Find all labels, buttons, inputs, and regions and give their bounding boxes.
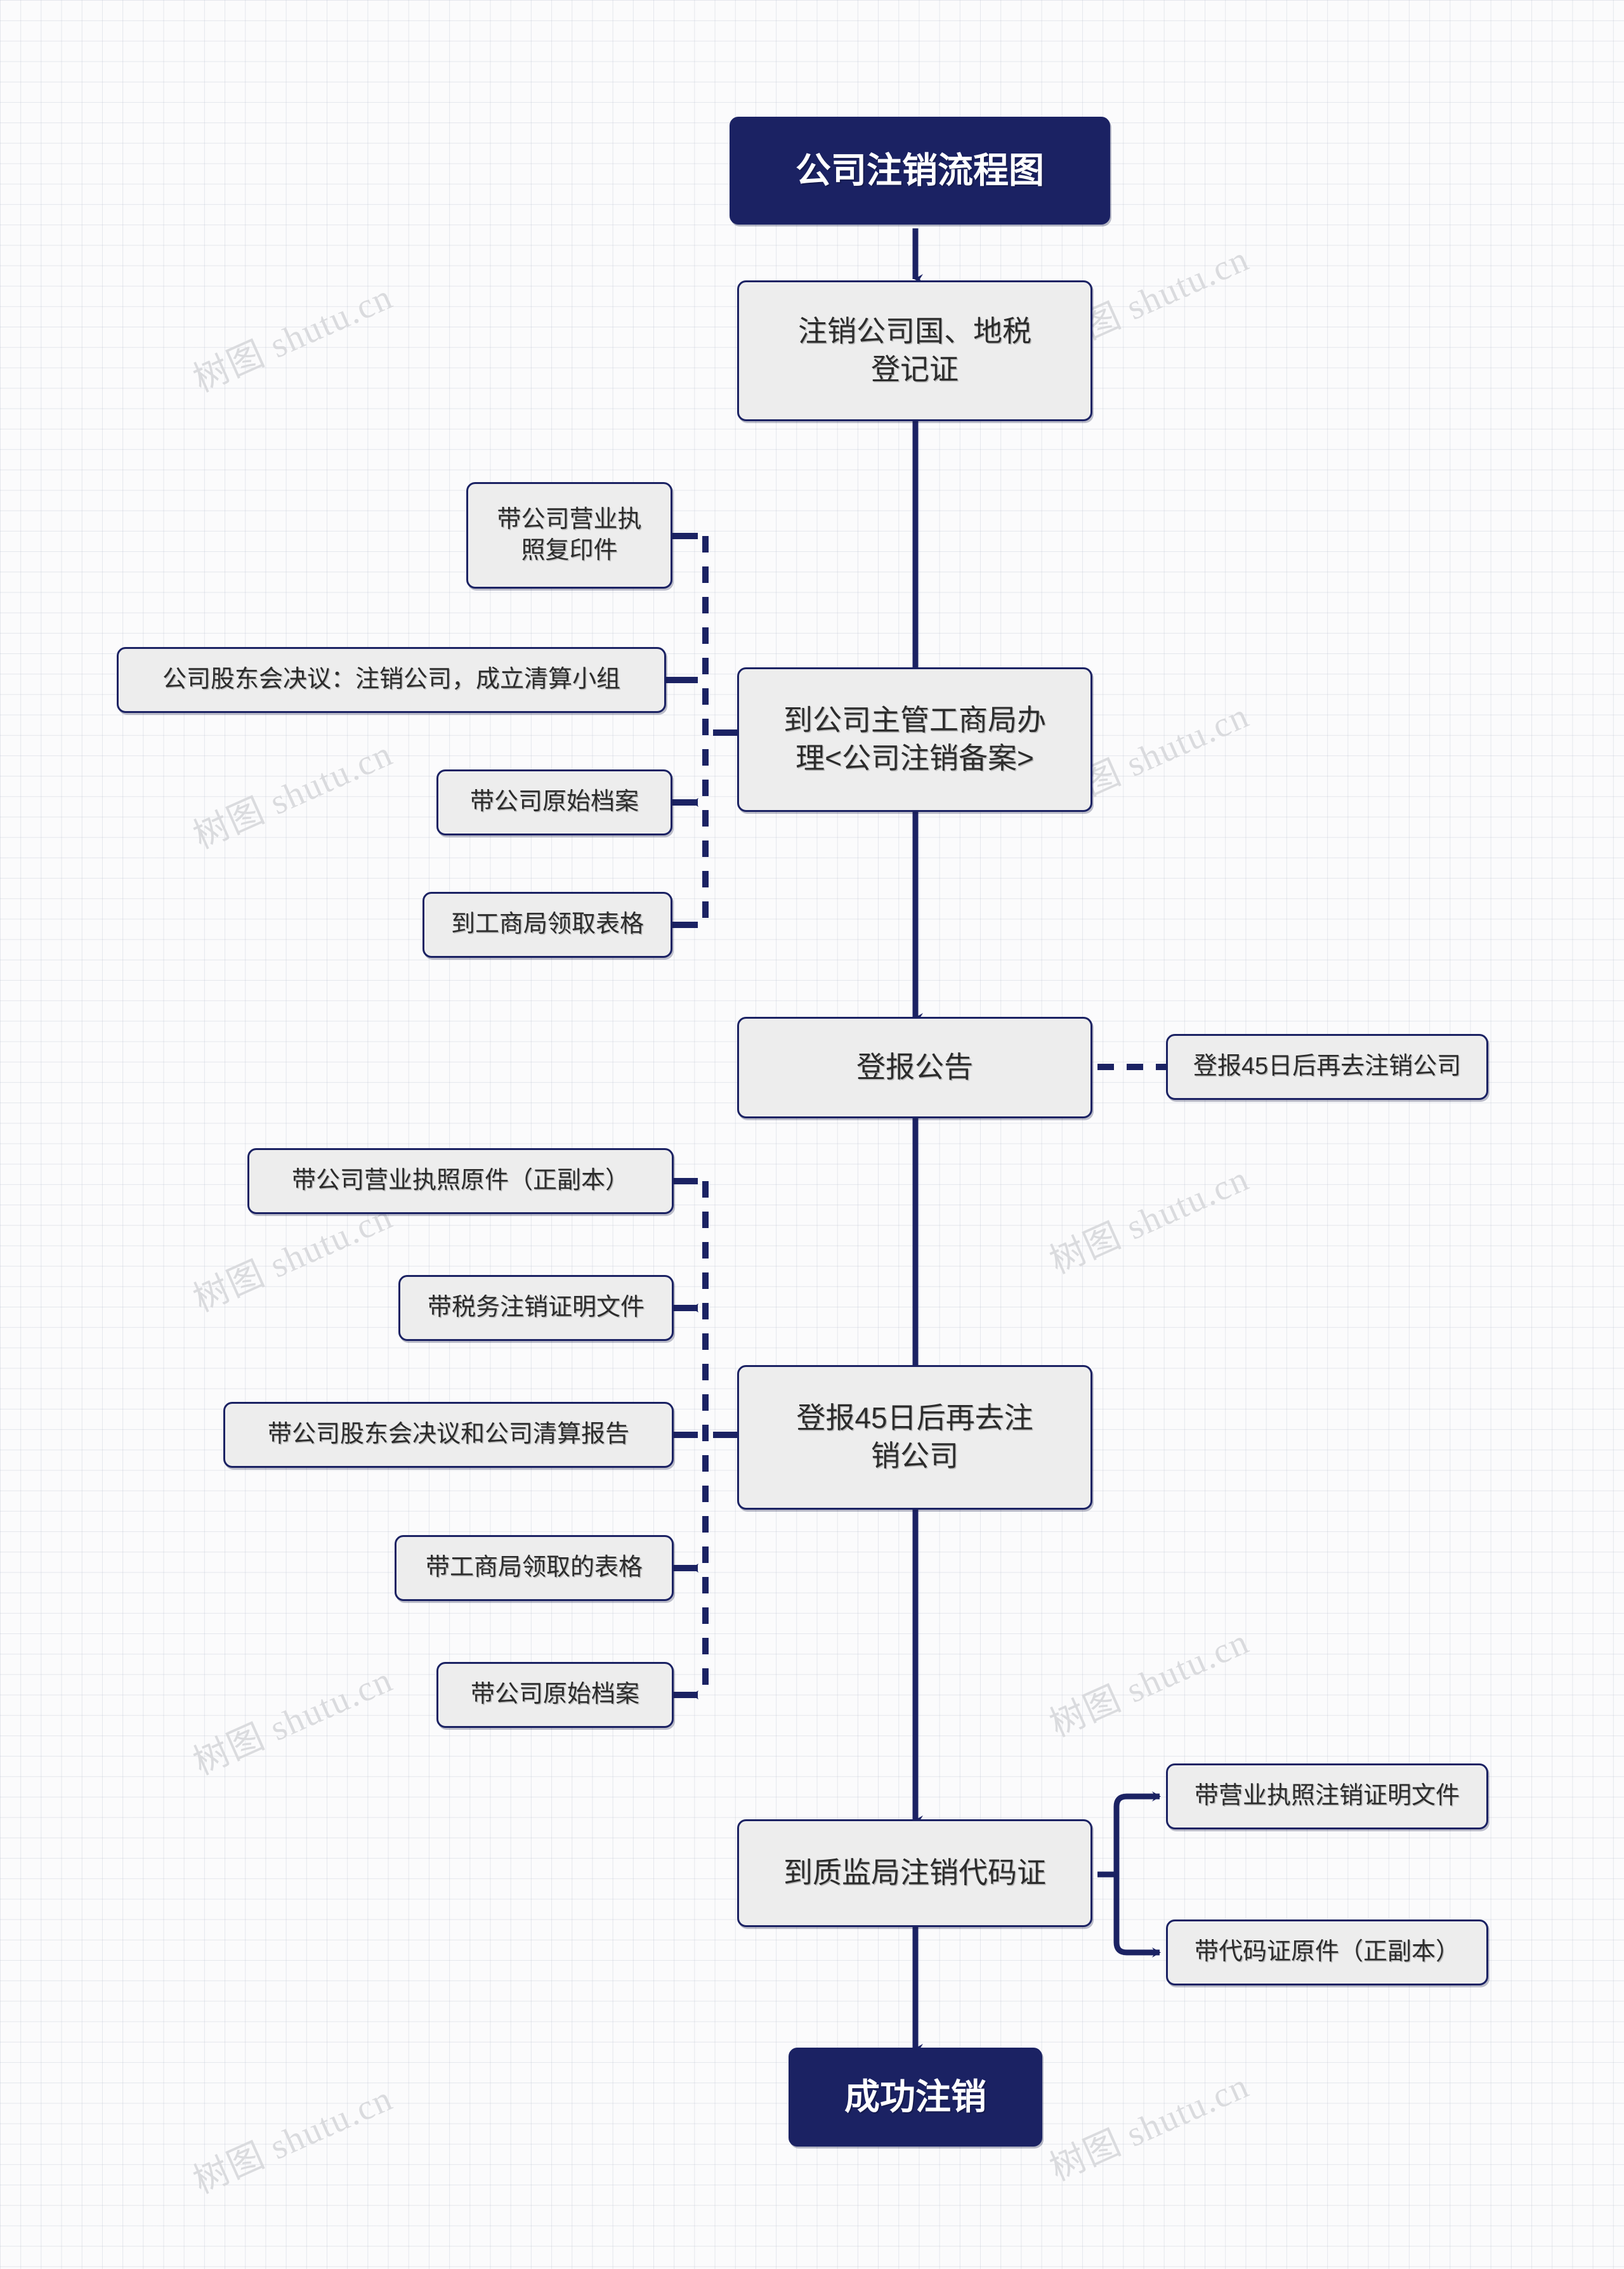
note-node-license-cancellation-doc[interactable]: 带营业执照注销证明文件	[1166, 1763, 1488, 1829]
process-node-tax-deregistration[interactable]: 注销公司国、地税 登记证	[737, 280, 1092, 421]
process-node-label: 登报45日后再去注 销公司	[796, 1401, 1033, 1472]
note-node-license-original[interactable]: 带公司营业执照原件（正副本）	[247, 1148, 674, 1214]
process-node-label: 注销公司国、地税 登记证	[798, 315, 1031, 386]
note-node-resolution-and-liquidation-report[interactable]: 带公司股东会决议和公司清算报告	[223, 1402, 674, 1468]
note-node-label: 带公司原始档案	[470, 1681, 639, 1708]
note-node-deregister-after-45-days[interactable]: 登报45日后再去注销公司	[1166, 1034, 1488, 1100]
note-node-label: 带税务注销证明文件	[427, 1294, 645, 1321]
note-node-tax-clearance-doc[interactable]: 带税务注销证明文件	[398, 1275, 674, 1341]
note-node-label: 带代码证原件（正副本）	[1194, 1939, 1460, 1966]
note-node-label: 带工商局领取的表格	[425, 1554, 643, 1581]
flow-end-node-success[interactable]: 成功注销	[789, 2048, 1042, 2147]
note-node-label: 带公司原始档案	[469, 788, 639, 816]
note-node-label: 公司股东会决议：注销公司，成立清算小组	[162, 666, 620, 693]
flow-title-label: 公司注销流程图	[796, 150, 1044, 190]
note-node-original-archives-a[interactable]: 带公司原始档案	[436, 769, 672, 835]
note-node-label: 带公司股东会决议和公司清算报告	[267, 1421, 629, 1448]
note-node-original-archives-c[interactable]: 带公司原始档案	[436, 1662, 674, 1728]
note-node-code-cert-original[interactable]: 带代码证原件（正副本）	[1166, 1919, 1488, 1985]
process-node-aic-filing[interactable]: 到公司主管工商局办 理<公司注销备案>	[737, 667, 1092, 812]
process-node-label: 到公司主管工商局办 理<公司注销备案>	[783, 703, 1046, 775]
note-node-collect-forms-at-aic[interactable]: 到工商局领取表格	[422, 892, 672, 958]
note-node-business-license-copy[interactable]: 带公司营业执 照复印件	[466, 482, 672, 589]
note-node-label: 到工商局领取表格	[450, 911, 644, 938]
note-node-label: 带营业执照注销证明文件	[1194, 1782, 1460, 1810]
note-node-label: 带公司营业执照原件（正副本）	[291, 1167, 629, 1194]
note-node-label: 登报45日后再去注销公司	[1193, 1053, 1462, 1080]
flow-end-label: 成功注销	[844, 2076, 986, 2117]
process-node-quality-bureau-code-cert[interactable]: 到质监局注销代码证	[737, 1819, 1092, 1927]
flow-title-node[interactable]: 公司注销流程图	[730, 117, 1110, 225]
note-node-shareholder-resolution[interactable]: 公司股东会决议：注销公司，成立清算小组	[117, 647, 666, 713]
process-node-newspaper-announcement[interactable]: 登报公告	[737, 1017, 1092, 1118]
note-node-label: 带公司营业执 照复印件	[497, 506, 642, 564]
process-node-deregister-after-45-days[interactable]: 登报45日后再去注 销公司	[737, 1365, 1092, 1510]
note-node-forms-from-aic[interactable]: 带工商局领取的表格	[395, 1535, 674, 1601]
process-node-label: 到质监局注销代码证	[783, 1856, 1046, 1890]
process-node-label: 登报公告	[856, 1050, 973, 1084]
